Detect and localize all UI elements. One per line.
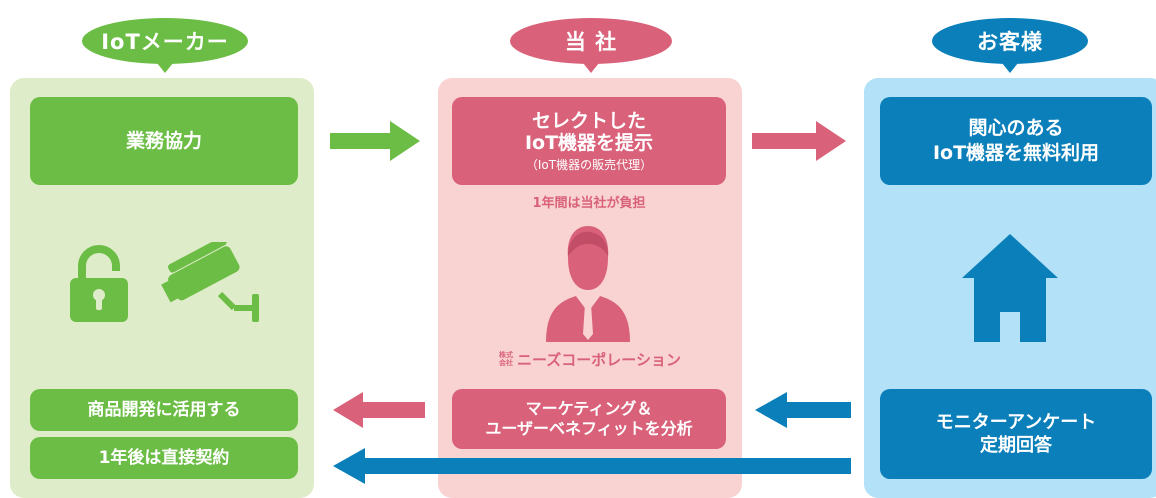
burden-note: 1年間は当社が負担 <box>532 196 646 211</box>
product-development-label: 商品開発に活用する <box>87 399 241 420</box>
customer-header: お客様 <box>932 18 1088 73</box>
company-header: 当 社 <box>510 18 672 73</box>
marketing-line2: ユーザーベネフィットを分析 <box>485 419 693 438</box>
select-subtitle: （IoT機器の販売代理） <box>525 158 653 173</box>
arrow-left-icon <box>755 392 851 428</box>
arrow-left-icon <box>333 448 851 484</box>
arrow-left-icon <box>333 392 425 428</box>
company-type-prefix: 株式 会社 <box>499 350 514 367</box>
interest-line1: 関心のある <box>968 117 1064 140</box>
interest-line2: IoT機器を無料利用 <box>932 142 1100 164</box>
direct-contract-label: 1年後は直接契約 <box>98 447 230 468</box>
product-development-box: 商品開発に活用する <box>30 389 298 431</box>
monitor-line2: 定期回答 <box>980 435 1052 456</box>
direct-contract-box: 1年後は直接契約 <box>30 437 298 479</box>
company-name-text: ニーズコーポレーション <box>517 351 681 369</box>
select-line1: セレクトした <box>531 109 646 132</box>
company-type-line2: 会社 <box>499 358 514 367</box>
select-iot-box: セレクトした IoT機器を提示 （IoT機器の販売代理） <box>452 97 726 185</box>
arrow-right-icon <box>752 121 846 161</box>
monitor-line1: モニターアンケート <box>935 411 1097 433</box>
house-icon <box>960 232 1060 344</box>
company-type-line1: 株式 <box>499 350 514 359</box>
maker-header: IoTメーカー <box>82 18 248 73</box>
monitor-survey-box: モニターアンケート 定期回答 <box>880 389 1152 479</box>
padlock-icon <box>68 244 130 324</box>
businessman-icon <box>542 222 634 342</box>
marketing-analysis-box: マーケティング＆ ユーザーベネフィットを分析 <box>452 389 726 449</box>
company-name: 株式 会社 ニーズコーポレーション <box>470 349 710 370</box>
marketing-line1: マーケティング＆ <box>525 399 653 418</box>
select-line2: IoT機器を提示 <box>524 132 654 155</box>
cooperation-label: 業務協力 <box>125 129 202 152</box>
free-use-box: 関心のある IoT機器を無料利用 <box>880 97 1152 185</box>
cooperation-box: 業務協力 <box>30 97 298 185</box>
security-camera-icon <box>158 242 262 324</box>
arrow-right-icon <box>330 121 420 161</box>
